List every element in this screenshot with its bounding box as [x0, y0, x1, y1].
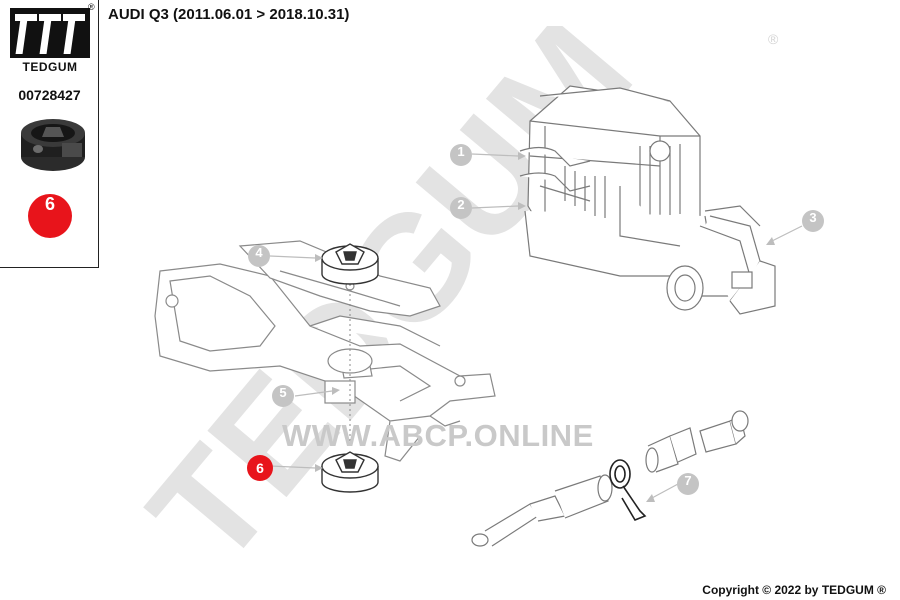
registered-mark: ® — [88, 2, 95, 12]
watermark-registered-mark: ® — [768, 31, 779, 47]
callout-2[interactable]: 2 — [450, 197, 472, 219]
selected-callout-badge[interactable]: 6 — [28, 194, 72, 238]
brand-name: TEDGUM — [22, 60, 78, 74]
tedgum-logo-mark — [10, 8, 90, 58]
callout-5[interactable]: 5 — [272, 385, 294, 407]
engine-mount-lower — [321, 451, 379, 493]
part-number: 00728427 — [18, 87, 81, 103]
clamp-ring — [609, 459, 647, 521]
engine-mount-photo — [21, 119, 85, 171]
callout-1[interactable]: 1 — [450, 144, 472, 166]
engine-assembly — [519, 85, 776, 315]
callout-3[interactable]: 3 — [802, 210, 824, 232]
callout-4[interactable]: 4 — [248, 245, 270, 267]
vehicle-title: AUDI Q3 (2011.06.01 > 2018.10.31) — [108, 6, 350, 23]
engine-mount-upper — [321, 243, 379, 285]
exploded-diagram: TEDGUM — [117, 26, 803, 586]
watermark-domain: WWW.ABCP.ONLINE — [282, 418, 594, 453]
callout-6[interactable]: 6 — [247, 455, 273, 481]
copyright-notice: Copyright © 2022 by TEDGUM ® — [702, 583, 886, 597]
drive-shaft — [471, 410, 749, 547]
tedgum-logo: TEDGUM — [10, 8, 90, 74]
callout-7[interactable]: 7 — [677, 473, 699, 495]
part-info-panel: TEDGUM ® 00728427 6 — [0, 0, 99, 268]
